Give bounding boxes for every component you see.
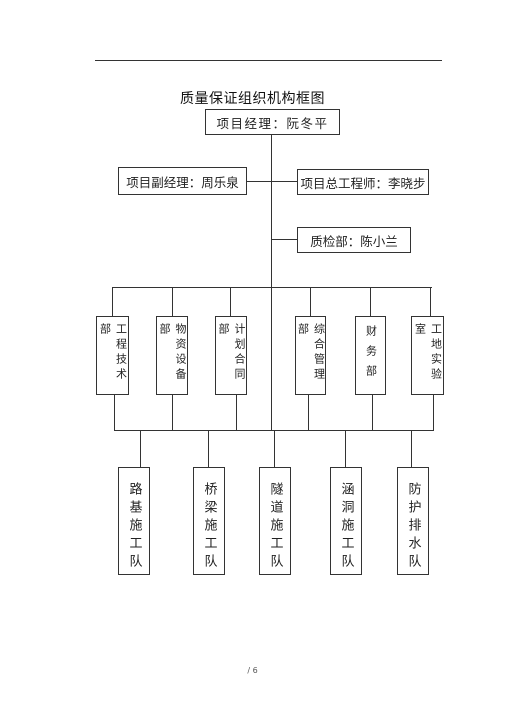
dept-lower-line xyxy=(433,395,434,431)
team-drainage-label: 防护排水队 xyxy=(405,482,421,572)
team-tunnel-label: 隧道施工队 xyxy=(267,482,283,572)
connector-chief xyxy=(272,181,297,182)
dept-materials-label: 物资设备部 xyxy=(158,323,187,383)
dept-planning-label: 计划合同部 xyxy=(217,323,246,383)
dept-engineering-box: 工程技术部 xyxy=(96,316,129,395)
connector-trunk xyxy=(271,135,272,431)
dept-bus xyxy=(112,287,432,288)
team-drop-line xyxy=(274,430,275,467)
team-roadbed-label: 路基施工队 xyxy=(126,482,142,572)
dept-drop-line xyxy=(112,287,113,316)
dept-lower-line xyxy=(236,395,237,431)
project-manager-box: 项目经理：阮冬平 xyxy=(205,109,340,135)
team-roadbed-box: 路基施工队 xyxy=(118,467,150,575)
chief-engineer-label: 项目总工程师：李晓步 xyxy=(300,175,426,191)
team-culvert-label: 涵洞施工队 xyxy=(338,482,354,572)
chief-engineer-box: 项目总工程师：李晓步 xyxy=(297,169,429,195)
dept-lab-label: 工地实验室 xyxy=(413,323,443,383)
dept-general-box: 综合管理部 xyxy=(295,316,326,395)
quality-inspection-box: 质检部：陈小兰 xyxy=(297,227,411,253)
team-drop-line xyxy=(411,430,412,467)
dept-drop-line xyxy=(172,287,173,316)
team-drop-line xyxy=(140,430,141,467)
dept-drop-line xyxy=(230,287,231,316)
deputy-manager-label: 项目副经理：周乐泉 xyxy=(126,174,239,190)
dept-drop-line xyxy=(370,287,371,316)
team-bridge-box: 桥梁施工队 xyxy=(193,467,225,575)
dept-lower-line xyxy=(172,395,173,431)
connector-deputy xyxy=(247,181,272,182)
dept-finance-label: 财务部 xyxy=(364,325,378,385)
team-drop-line xyxy=(208,430,209,467)
quality-inspection-label: 质检部：陈小兰 xyxy=(310,233,398,249)
dept-general-label: 综合管理部 xyxy=(296,323,326,383)
dept-drop-line xyxy=(430,287,431,316)
dept-lower-line xyxy=(372,395,373,431)
connector-qc xyxy=(272,239,297,240)
team-culvert-box: 涵洞施工队 xyxy=(330,467,362,575)
dept-engineering-label: 工程技术部 xyxy=(98,323,128,383)
dept-planning-box: 计划合同部 xyxy=(215,316,247,395)
team-drainage-box: 防护排水队 xyxy=(397,467,429,575)
project-manager-label: 项目经理：阮冬平 xyxy=(216,115,329,131)
dept-lab-box: 工地实验室 xyxy=(411,316,444,395)
team-tunnel-box: 隧道施工队 xyxy=(259,467,291,575)
dept-finance-box: 财务部 xyxy=(355,316,386,395)
header-rule xyxy=(95,60,442,61)
dept-materials-box: 物资设备部 xyxy=(156,316,188,395)
page-number: / 6 xyxy=(247,666,258,675)
dept-lower-line xyxy=(114,395,115,431)
deputy-manager-box: 项目副经理：周乐泉 xyxy=(118,167,247,195)
dept-drop-line xyxy=(310,287,311,316)
dept-lower-line xyxy=(308,395,309,431)
team-drop-line xyxy=(345,430,346,467)
team-bridge-label: 桥梁施工队 xyxy=(201,482,217,572)
chart-title: 质量保证组织机构框图 xyxy=(180,91,325,107)
